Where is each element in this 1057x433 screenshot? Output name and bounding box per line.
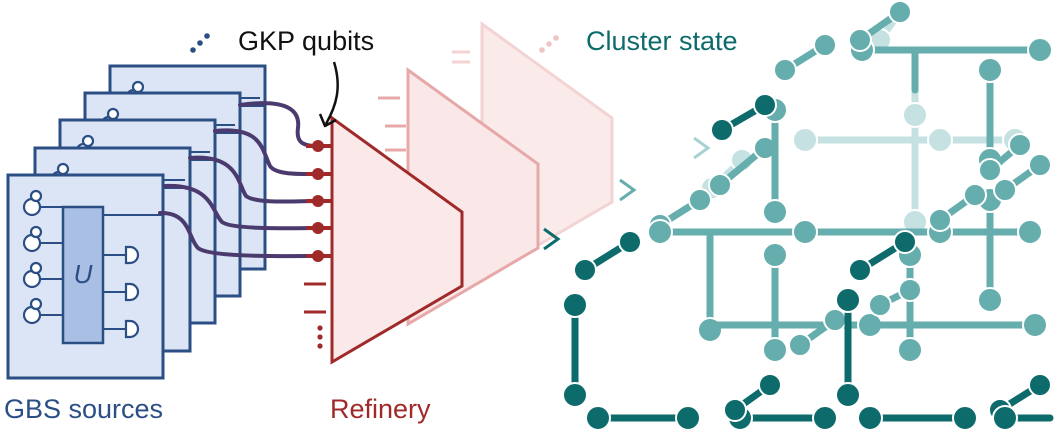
cluster-node (835, 382, 861, 408)
cluster-node (762, 337, 788, 363)
cluster-node (888, 0, 912, 24)
cluster-node (647, 219, 673, 245)
cluster-node (792, 127, 818, 153)
gbs-sources-label: GBS sources (4, 394, 163, 424)
gbs-source-card: U (6, 173, 165, 380)
cluster-node (1017, 219, 1043, 245)
cluster-node (562, 292, 588, 318)
cluster-node (762, 199, 788, 225)
cluster-node (1028, 373, 1052, 397)
cluster-node (1027, 37, 1053, 63)
arrow-middle (538, 178, 637, 202)
cluster-node (977, 287, 1003, 313)
cluster-node (753, 93, 777, 117)
refinery-inputs (304, 140, 332, 349)
detector-icon (124, 245, 140, 265)
unitary-box: U (61, 205, 105, 345)
cluster-node (1022, 312, 1048, 338)
cluster-node (723, 398, 747, 422)
cluster-node (963, 183, 987, 207)
cluster-node (688, 188, 712, 212)
cluster-node (562, 382, 588, 408)
cluster-node (573, 258, 597, 282)
cluster-state-lattice (562, 0, 1054, 431)
gkp-qubit-wires (158, 101, 320, 259)
cluster-node (928, 208, 952, 232)
gbs-source-stack: U (6, 64, 267, 380)
gkp-pointer-arrow (318, 61, 339, 128)
cluster-node (675, 405, 701, 431)
cluster-node (952, 405, 978, 431)
cluster-node (898, 278, 922, 302)
cluster-state-label: Cluster state (586, 26, 738, 56)
arrow-back (612, 136, 711, 160)
cluster-node (993, 178, 1017, 202)
cluster-node (857, 405, 883, 431)
vertical-ellipsis-icon (539, 35, 559, 53)
refinery-output-arrows (462, 136, 711, 251)
cluster-node (788, 333, 812, 357)
cluster-node (848, 258, 872, 282)
cluster-node (835, 287, 861, 313)
vertical-ellipsis-icon (190, 33, 210, 53)
gkp-qubits-label: GKP qubits (238, 26, 374, 56)
squeezer-icon (22, 297, 43, 325)
cluster-node (1028, 153, 1052, 177)
unitary-label: U (74, 259, 93, 289)
cluster-node (812, 405, 838, 431)
vertical-ellipsis-icon (317, 325, 323, 349)
cluster-node (792, 219, 818, 245)
cluster-node (868, 293, 892, 317)
cluster-node (710, 118, 734, 142)
arrow-front (462, 227, 561, 251)
cluster-node (773, 58, 797, 82)
refinery-trapezoid (330, 115, 464, 365)
cluster-node (618, 230, 642, 254)
cluster-node (585, 405, 611, 431)
cluster-node (758, 373, 782, 397)
cluster-node (813, 33, 837, 57)
cluster-node (897, 337, 923, 363)
cluster-node (978, 158, 1002, 182)
cluster-node (977, 57, 1003, 83)
cluster-node (1008, 133, 1032, 157)
cluster-node (708, 173, 732, 197)
cluster-node (902, 102, 928, 128)
refinery-label: Refinery (330, 394, 431, 424)
cluster-node (927, 127, 953, 153)
detector-icon (124, 319, 140, 339)
detector-icon (124, 282, 140, 302)
cluster-node (848, 28, 872, 52)
cluster-node (893, 230, 917, 254)
cluster-node (823, 308, 847, 332)
cluster-node (992, 405, 1018, 431)
cluster-node (762, 242, 788, 268)
